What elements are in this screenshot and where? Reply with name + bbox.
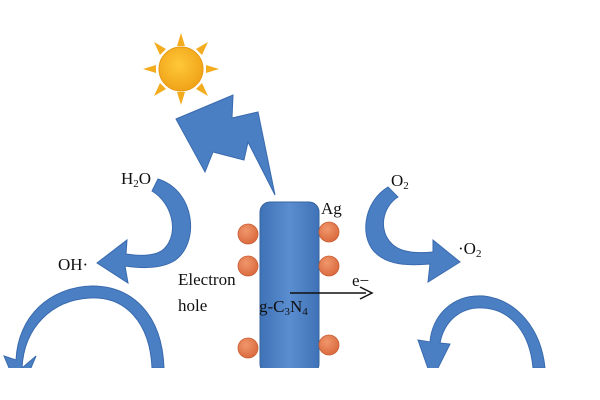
ag-particle bbox=[237, 337, 259, 359]
ag-particle bbox=[237, 223, 259, 245]
bottom-margin bbox=[0, 368, 600, 400]
lightning-bolt-icon bbox=[175, 94, 276, 196]
sun-ray bbox=[143, 65, 156, 73]
superoxide-label: ·O2 bbox=[458, 239, 482, 260]
sun-ray bbox=[206, 65, 219, 73]
electron-transfer-arrow bbox=[290, 286, 374, 300]
g-c3n4-label: g-C3N4 bbox=[259, 297, 308, 318]
sun-ray bbox=[196, 83, 208, 96]
ag-particle bbox=[318, 334, 340, 356]
h2o-label: H2O bbox=[121, 169, 152, 190]
sun-disc bbox=[158, 46, 204, 92]
ag-label: Ag bbox=[321, 199, 342, 218]
g-c3n4-bar bbox=[259, 201, 320, 375]
sun-ray bbox=[154, 83, 166, 96]
oh-radical-label: OH· bbox=[58, 255, 89, 274]
ag-particle bbox=[318, 221, 340, 243]
sun-ray bbox=[154, 42, 166, 55]
sun-icon bbox=[143, 33, 219, 105]
electron-symbol-label: e− bbox=[352, 271, 370, 290]
sun-ray bbox=[177, 33, 185, 46]
electron-label: Electron bbox=[178, 270, 236, 289]
hole-label: hole bbox=[178, 296, 208, 315]
sun-ray bbox=[177, 92, 185, 105]
lower-right-arrow bbox=[417, 295, 546, 382]
ag-particle bbox=[318, 255, 340, 277]
o2-label: O2 bbox=[391, 171, 409, 192]
reduction-arrow bbox=[365, 186, 461, 283]
lower-left-arrow bbox=[3, 285, 165, 396]
ag-particles bbox=[237, 221, 340, 359]
oxidation-arrow bbox=[96, 178, 192, 285]
ag-particle bbox=[237, 255, 259, 277]
sun-ray bbox=[196, 42, 208, 55]
